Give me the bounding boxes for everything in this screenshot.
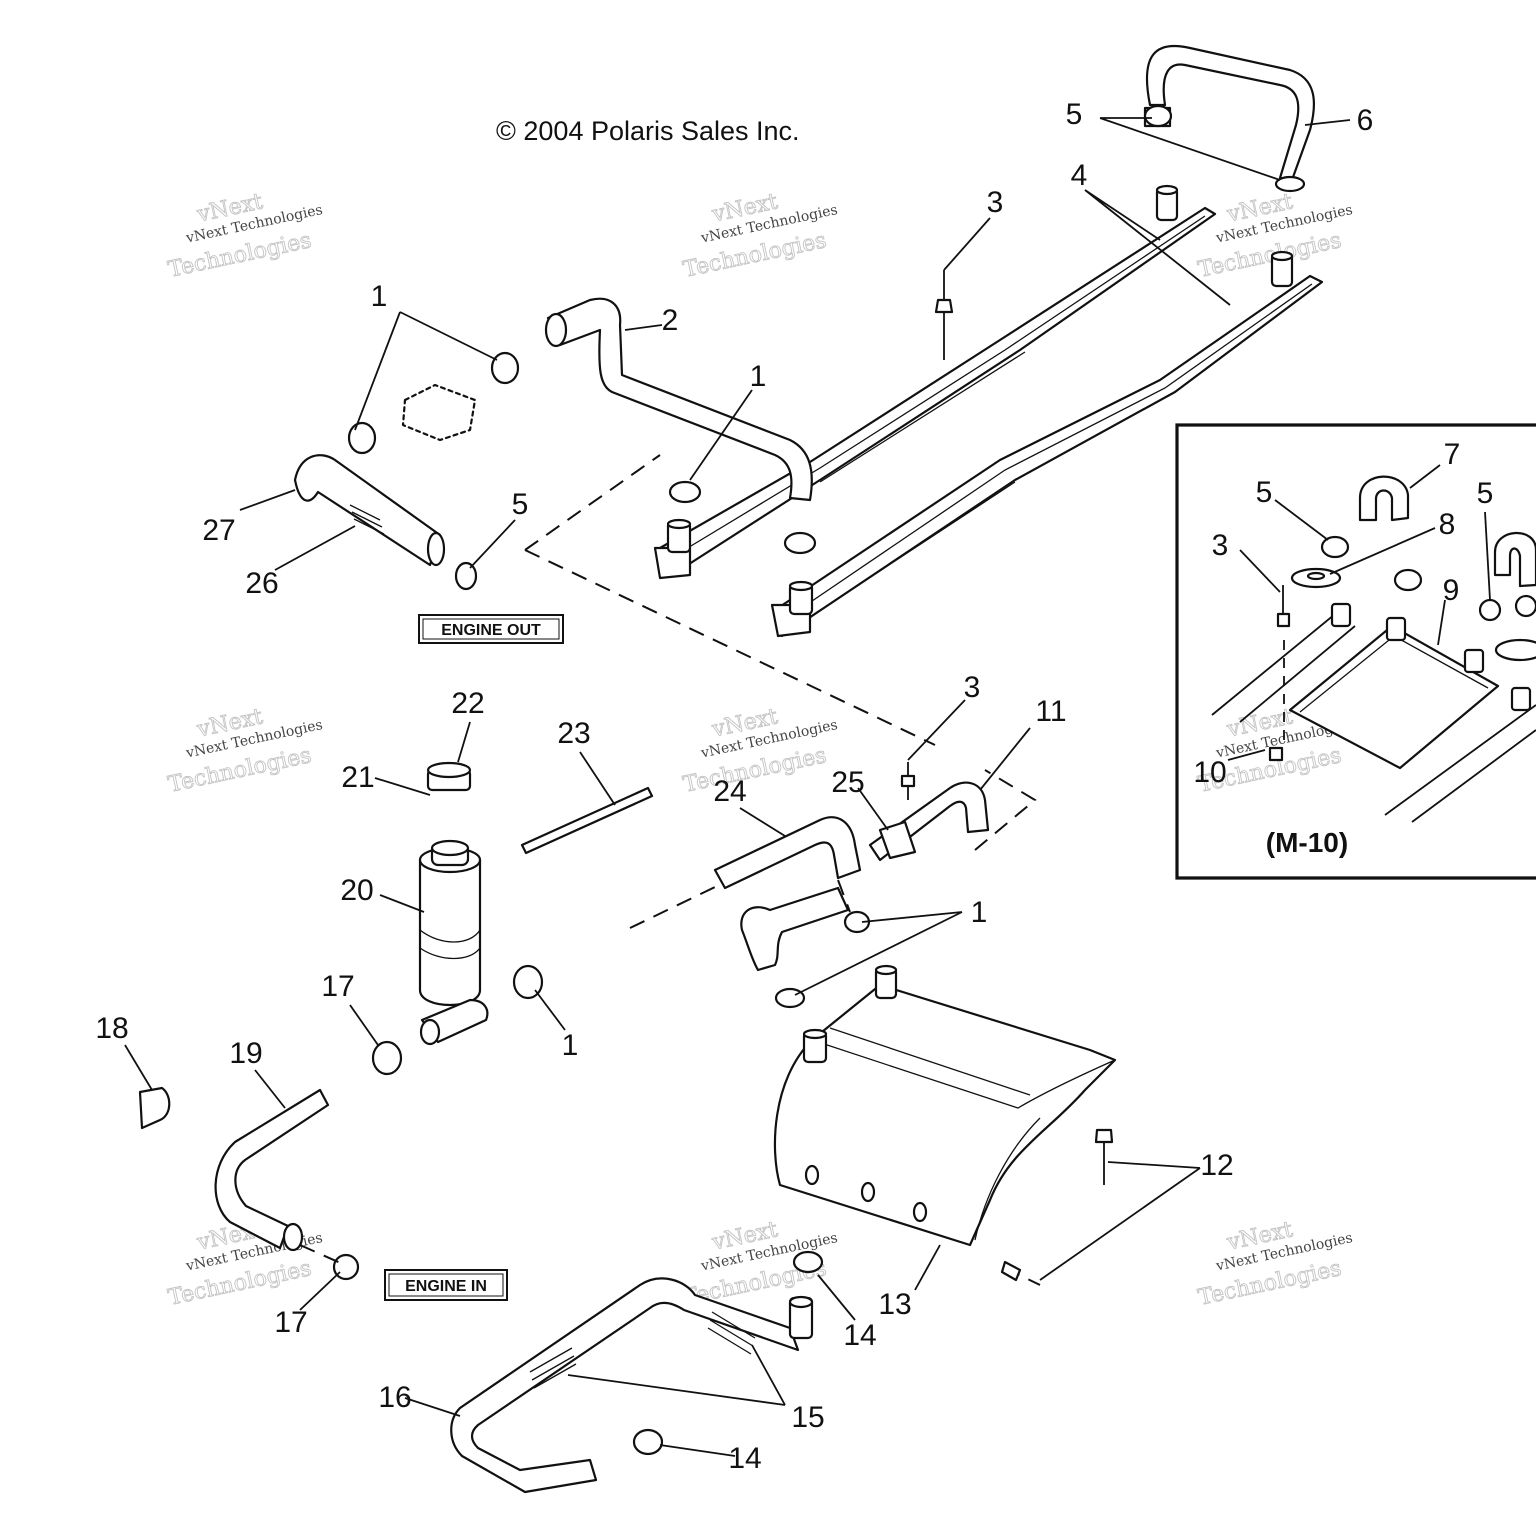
callout-5: 5 (1256, 476, 1273, 509)
callout-7: 7 (1444, 438, 1461, 471)
callout-10: 10 (1193, 756, 1226, 789)
connector-block (401, 383, 477, 442)
callout-19: 19 (229, 1037, 262, 1070)
hose-2 (546, 297, 813, 502)
callout-14: 14 (843, 1319, 876, 1352)
hose-19 (214, 1088, 330, 1250)
watermark: vNext vNext Technologies Technologies (166, 704, 325, 798)
callout-6: 6 (1357, 104, 1374, 137)
callout-1: 1 (750, 360, 767, 393)
callout-17: 17 (321, 970, 354, 1003)
callout-3: 3 (964, 671, 981, 704)
callout-2: 2 (662, 304, 679, 337)
callout-26: 26 (245, 567, 278, 600)
callout-numbers: 1 2 3 4 5 6 1 5 27 26 7 5 5 8 3 9 10 22 … (95, 98, 1493, 1475)
callout-9: 9 (1443, 574, 1460, 607)
callout-5: 5 (1477, 477, 1494, 510)
callout-21: 21 (341, 761, 374, 794)
inset-caption: (M-10) (1266, 827, 1348, 858)
watermark: vNext vNext Technologies Technologies (1196, 189, 1355, 283)
hose-16 (450, 1277, 800, 1494)
hose-27 (293, 454, 442, 567)
bolt-3 (900, 270, 954, 800)
callout-4: 4 (1071, 159, 1088, 192)
callout-3: 3 (1212, 529, 1229, 562)
heat-exchanger (773, 964, 1117, 1247)
copyright-text: © 2004 Polaris Sales Inc. (496, 116, 800, 146)
callout-20: 20 (340, 874, 373, 907)
callout-11: 11 (1035, 695, 1066, 728)
tube-23 (520, 786, 654, 855)
callout-1: 1 (371, 280, 388, 313)
callout-8: 8 (1439, 508, 1456, 541)
callout-23: 23 (557, 717, 590, 750)
callout-1: 1 (971, 896, 988, 929)
svg-text:ENGINE OUT: ENGINE OUT (441, 622, 541, 639)
callout-3: 3 (987, 186, 1004, 219)
callout-22: 22 (451, 687, 484, 720)
hose-24 (713, 816, 862, 890)
watermark: vNext vNext Technologies Technologies (681, 704, 840, 798)
coolant-reservoir (418, 761, 489, 1046)
watermark: vNext vNext Technologies Technologies (1196, 1217, 1355, 1311)
bracket-18 (138, 1086, 171, 1130)
callout-1: 1 (562, 1029, 579, 1062)
svg-text:ENGINE IN: ENGINE IN (405, 1278, 487, 1295)
inset-m10: (M-10) (1175, 423, 1536, 880)
watermark-group: vNext vNext Technologies Technologies vN… (166, 189, 1355, 1311)
callout-18: 18 (95, 1012, 128, 1045)
bolt-12 (1000, 1128, 1114, 1282)
callout-27: 27 (202, 514, 235, 547)
callout-14: 14 (728, 1442, 761, 1475)
callout-24: 24 (713, 775, 746, 808)
engine-out-label: ENGINE OUT (418, 614, 564, 644)
clamp-parts (332, 104, 1173, 1456)
leader-lines (124, 117, 1351, 1457)
callout-17: 17 (274, 1306, 307, 1339)
callout-13: 13 (878, 1288, 911, 1321)
callout-5: 5 (512, 488, 529, 521)
callout-5: 5 (1066, 98, 1083, 131)
watermark: vNext vNext Technologies Technologies (681, 189, 840, 283)
callout-25: 25 (831, 766, 864, 799)
engine-in-label: ENGINE IN (384, 1269, 508, 1301)
watermark: vNext vNext Technologies Technologies (166, 189, 325, 283)
callout-16: 16 (378, 1381, 411, 1414)
callout-15: 15 (791, 1401, 824, 1434)
callout-12: 12 (1200, 1149, 1233, 1182)
hose-6 (1145, 44, 1316, 182)
